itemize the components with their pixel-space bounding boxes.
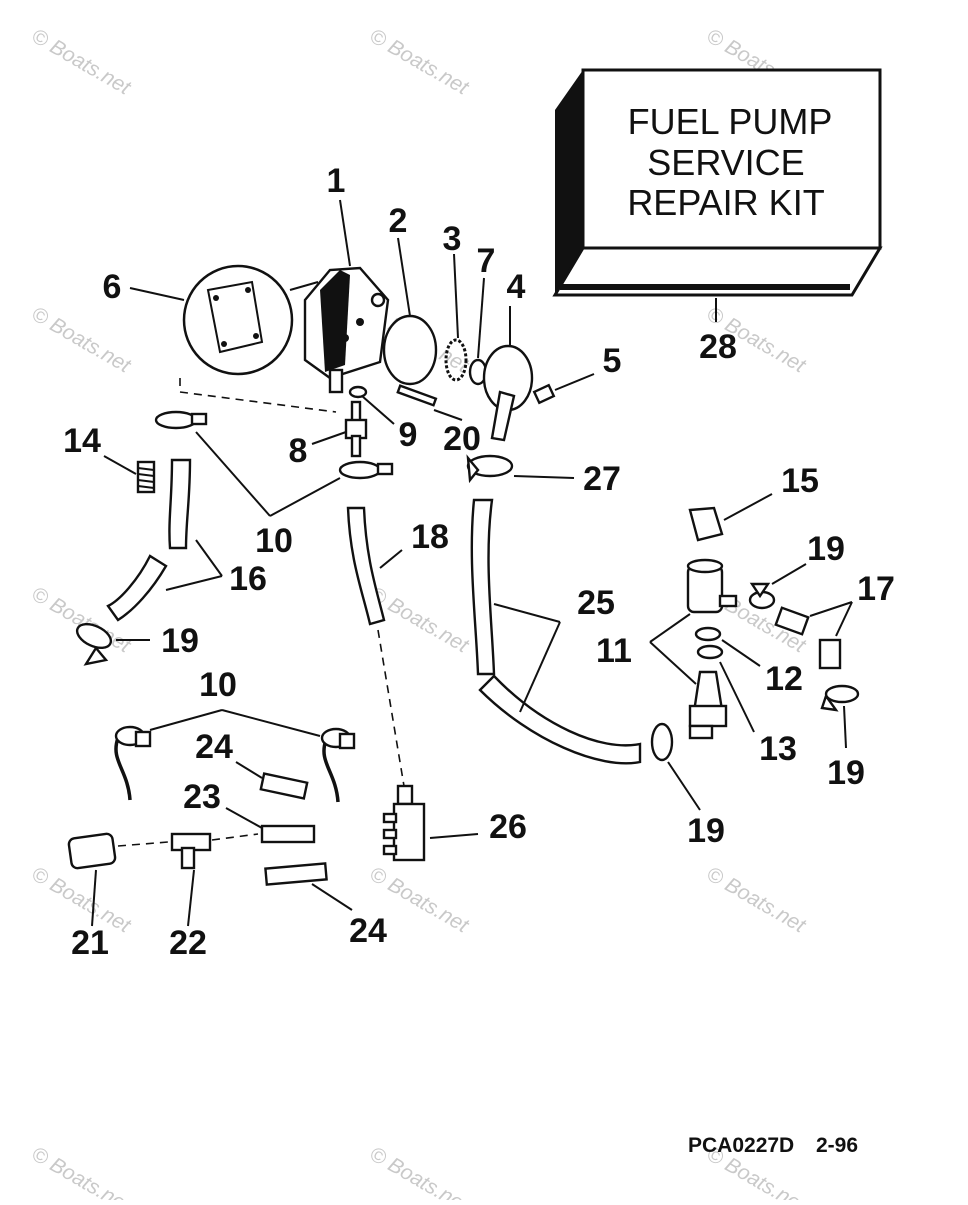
callout-5: 5 [603, 342, 622, 380]
hose-24a [259, 772, 309, 800]
watermark: © Boats.net [28, 302, 136, 378]
kit-box-line-3: REPAIR KIT [627, 182, 824, 223]
long-screw [396, 384, 438, 407]
callout-7: 7 [477, 242, 496, 280]
callout-21: 21 [71, 924, 109, 962]
filter-o-ring [694, 626, 722, 642]
filter-bracket [688, 506, 724, 542]
kit-box-side [555, 70, 583, 295]
connector-26-top [396, 784, 414, 806]
callout-11: 11 [596, 632, 632, 670]
callout-3: 3 [443, 220, 462, 258]
callout-26: 26 [489, 808, 527, 846]
callout-24-lower: 24 [349, 912, 387, 950]
watermark: © Boats.net [703, 862, 811, 938]
callout-23: 23 [183, 778, 221, 816]
diaphragm [382, 314, 438, 386]
callout-6: 6 [103, 268, 122, 306]
connector-26-body [392, 802, 426, 862]
clamps-10-upper [154, 410, 394, 517]
gasket-plate [206, 280, 264, 354]
callout-27: 27 [583, 460, 621, 498]
gasket-detail [129, 264, 319, 376]
fuel-pump-body [303, 199, 390, 394]
hose-17b [818, 638, 842, 670]
footer-code: PCA0227D [688, 1134, 794, 1157]
callout-9: 9 [399, 416, 418, 454]
callout-16: 16 [229, 560, 267, 598]
callout-24-upper: 24 [195, 728, 233, 766]
hose-25 [470, 498, 642, 765]
kit-box-line-2: SERVICE [647, 142, 804, 183]
callout-13: 13 [759, 730, 797, 768]
screen [444, 338, 468, 382]
callout-19-left: 19 [161, 622, 199, 660]
watermark: © Boats.net [366, 1142, 474, 1200]
callout-12: 12 [765, 660, 803, 698]
filter-gasket [696, 644, 724, 660]
watermark: © Boats.net [28, 1142, 136, 1200]
repair-kit-box: FUEL PUMP SERVICE REPAIR KIT 28 [552, 68, 883, 366]
callout-10-upper: 10 [255, 522, 293, 560]
callout-2: 2 [389, 202, 408, 240]
callout-19-bottom: 19 [687, 812, 725, 850]
fuel-filter-group [649, 493, 860, 811]
inline-filter-21 [67, 832, 117, 870]
spring [103, 455, 156, 494]
watermark: © Boats.net [366, 24, 474, 100]
kit-box-line-1: FUEL PUMP [628, 101, 833, 142]
kit-box-front [581, 68, 882, 250]
callout-14: 14 [63, 422, 101, 460]
hoses-16 [106, 458, 223, 622]
lower-hoses-connectors [67, 761, 479, 927]
callout-20: 20 [443, 420, 481, 458]
callout-10-lower: 10 [199, 666, 237, 704]
callout-15: 15 [781, 462, 819, 500]
callout-19-top: 19 [807, 530, 845, 568]
callout-4: 4 [507, 268, 526, 306]
hose-23 [260, 824, 316, 844]
fitting-assembly [179, 378, 395, 458]
watermark: © Boats.net [28, 24, 136, 100]
callout-layer: 1 2 3 7 4 6 5 9 20 14 8 27 10 15 19 18 1… [63, 162, 895, 962]
callout-8: 8 [289, 432, 308, 470]
callout-28: 28 [699, 328, 737, 366]
hose-17a [774, 606, 810, 636]
callout-22: 22 [169, 924, 207, 962]
callout-25: 25 [577, 584, 615, 622]
clamps-10-lower [114, 709, 356, 803]
washer [348, 385, 368, 399]
callout-17: 17 [857, 570, 895, 608]
cover-screw [532, 383, 556, 405]
callout-19-right: 19 [827, 754, 865, 792]
clip-19-right [824, 684, 860, 704]
clip-19-bottom [650, 722, 674, 762]
pump-diaphragm-parts [382, 237, 595, 442]
hose-18 [346, 506, 405, 787]
callout-18: 18 [411, 518, 449, 556]
clip-19-left [75, 622, 150, 666]
callout-1: 1 [327, 162, 346, 200]
footer-date: 2-96 [816, 1134, 858, 1157]
hose-24b [264, 862, 328, 886]
clip-27 [466, 454, 575, 484]
footer: PCA0227D 2-96 [688, 1134, 858, 1157]
